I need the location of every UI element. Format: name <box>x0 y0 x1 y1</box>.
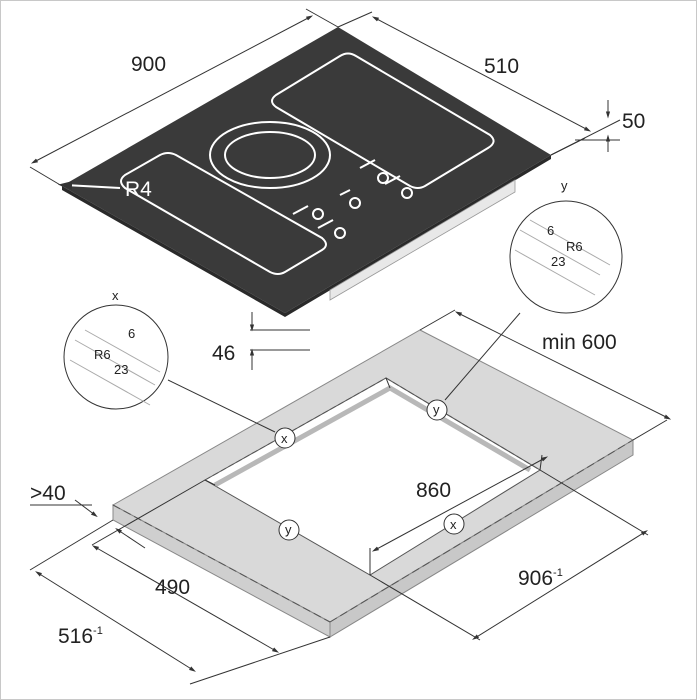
dim-860: 860 <box>369 454 549 575</box>
marker-x-right: x <box>443 513 465 535</box>
dim-gt40: >40 <box>30 482 146 549</box>
detail-y: y 6 R6 23 <box>444 178 623 401</box>
label-516: 516-1 <box>58 625 103 648</box>
label-510: 510 <box>484 55 519 78</box>
svg-text:x: x <box>281 431 288 446</box>
detail-x-label: x <box>112 288 119 303</box>
dim-516: 516-1 <box>29 519 331 685</box>
svg-text:y: y <box>433 402 440 417</box>
detail-y-label: y <box>561 178 568 193</box>
detail-x-23: 23 <box>114 362 128 377</box>
svg-text:x: x <box>450 517 457 532</box>
dim-906: 906-1 <box>369 469 649 641</box>
countertop <box>111 329 635 638</box>
label-min600: min 600 <box>542 331 617 354</box>
label-906: 906-1 <box>518 567 563 590</box>
label-860: 860 <box>416 479 451 502</box>
label-900: 900 <box>131 53 166 76</box>
detail-y-6: 6 <box>547 223 554 238</box>
detail-x-6: 6 <box>128 326 135 341</box>
detail-x-r6: R6 <box>94 347 111 362</box>
label-490: 490 <box>155 576 190 599</box>
dim-46: 46 <box>212 312 310 370</box>
dim-50: 50 <box>550 100 645 156</box>
dim-r4: R4 <box>125 178 152 201</box>
detail-y-r6: R6 <box>566 239 583 254</box>
marker-y-left: y <box>278 519 300 541</box>
detail-y-23: 23 <box>551 254 565 269</box>
control-knobs <box>292 159 413 239</box>
marker-x-left: x <box>274 427 296 449</box>
svg-text:y: y <box>285 522 292 537</box>
detail-x: x 6 R6 23 <box>63 288 276 433</box>
marker-y-right: y <box>426 399 448 421</box>
label-46: 46 <box>212 342 235 365</box>
dim-900: 900 <box>29 8 339 187</box>
label-50: 50 <box>622 110 645 133</box>
dim-min600: min 600 <box>419 309 672 441</box>
label-gt40: >40 <box>30 482 66 505</box>
